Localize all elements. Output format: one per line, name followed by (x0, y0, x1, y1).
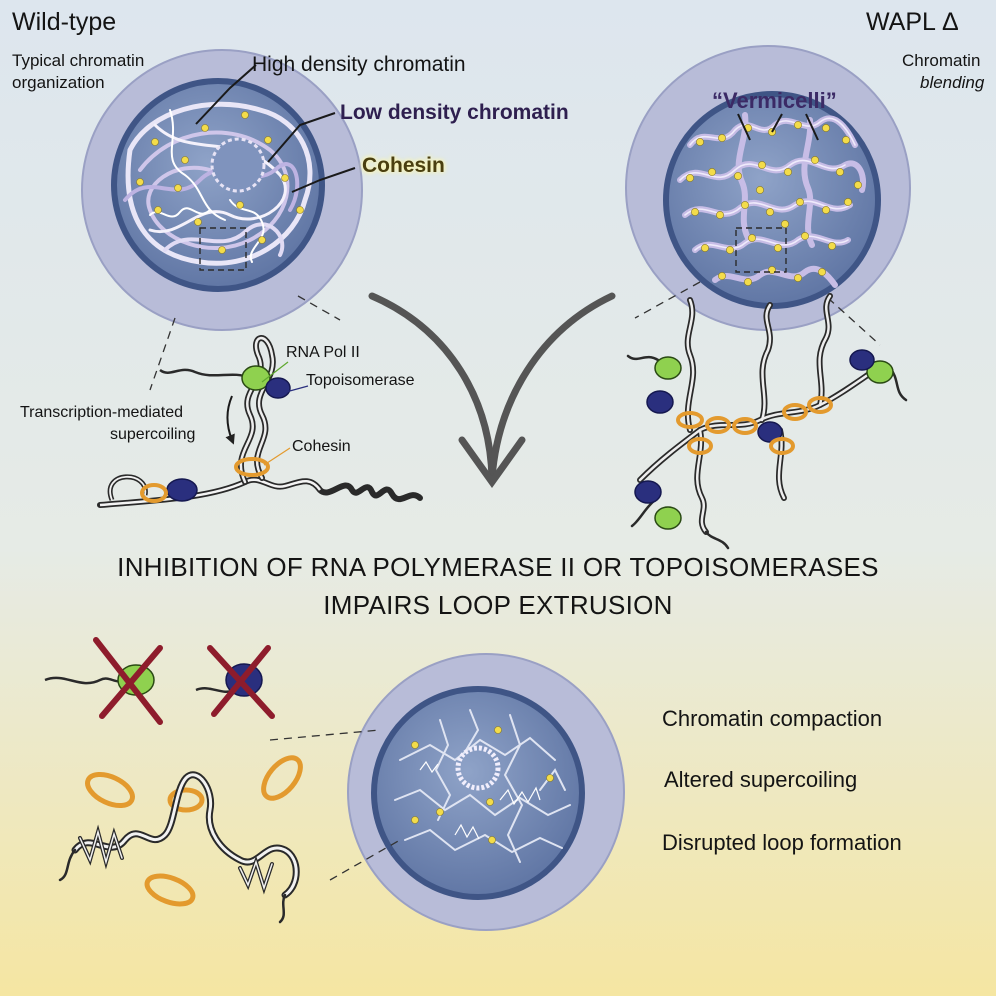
inhibited-cell (347, 653, 625, 931)
headline-line1: INHIBITION OF RNA POLYMERASE II OR TOPOI… (117, 552, 879, 582)
wild-type-subtitle-2: organization (12, 73, 105, 92)
wapl-subtitle-2: blending (920, 73, 985, 92)
outcome-compaction: Chromatin compaction (662, 706, 883, 731)
wapl-cohesin-dots (686, 121, 862, 286)
free-cohesin-rings (85, 755, 303, 907)
wapl-subtitle-1: Chromatin (902, 51, 981, 70)
label-vermicelli: “Vermicelli” (712, 88, 837, 113)
wild-type-title: Wild-type (12, 8, 117, 36)
inhibited-dense-ring (455, 745, 501, 791)
label-supercoiling-2: supercoiling (110, 426, 196, 443)
wild-type-cell (81, 49, 363, 331)
wild-type-leaders (195, 64, 356, 193)
outcome-supercoiling: Altered supercoiling (664, 767, 858, 792)
topoisomerase-blob-bottom (166, 478, 198, 502)
inhibited-topoisomerase (195, 645, 275, 719)
wapl-cell (625, 45, 911, 331)
rna-pol-blob (241, 365, 271, 391)
wapl-factors (634, 349, 894, 530)
topoisomerase-blob (265, 377, 291, 399)
wild-type-subtitle-1: Typical chromatin (12, 51, 145, 70)
inhibited-zoom-lines (269, 729, 401, 881)
compacted-chromatin-strand (58, 771, 300, 924)
wild-type-low-density-region (210, 137, 266, 193)
cohesin-ring (234, 457, 270, 477)
label-topoisomerase: Topoisomerase (306, 372, 415, 389)
inhibited-rna-pol (44, 637, 163, 725)
cohesin-ring-left (140, 483, 168, 503)
supercoil-loop (237, 335, 276, 485)
wapl-title: WAPL Δ (866, 8, 959, 36)
label-high-density: High density chromatin (252, 53, 466, 76)
label-rna-pol: RNA Pol II (286, 344, 360, 361)
outcome-loop-formation: Disrupted loop formation (662, 830, 902, 855)
wild-type-cohesin-dots (136, 111, 304, 254)
headline-line2: IMPAIRS LOOP EXTRUSION (323, 590, 673, 620)
wild-type-loop-diagram (97, 335, 423, 508)
converging-arrows (368, 292, 616, 489)
label-cohesin: Cohesin (362, 154, 445, 177)
zoom-lines (149, 281, 881, 391)
vermicelli-leaders (737, 113, 819, 141)
label-low-density: Low density chromatin (340, 101, 569, 124)
label-cohesin-part: Cohesin (292, 438, 351, 455)
label-supercoiling-1: Transcription-mediated (20, 404, 184, 421)
